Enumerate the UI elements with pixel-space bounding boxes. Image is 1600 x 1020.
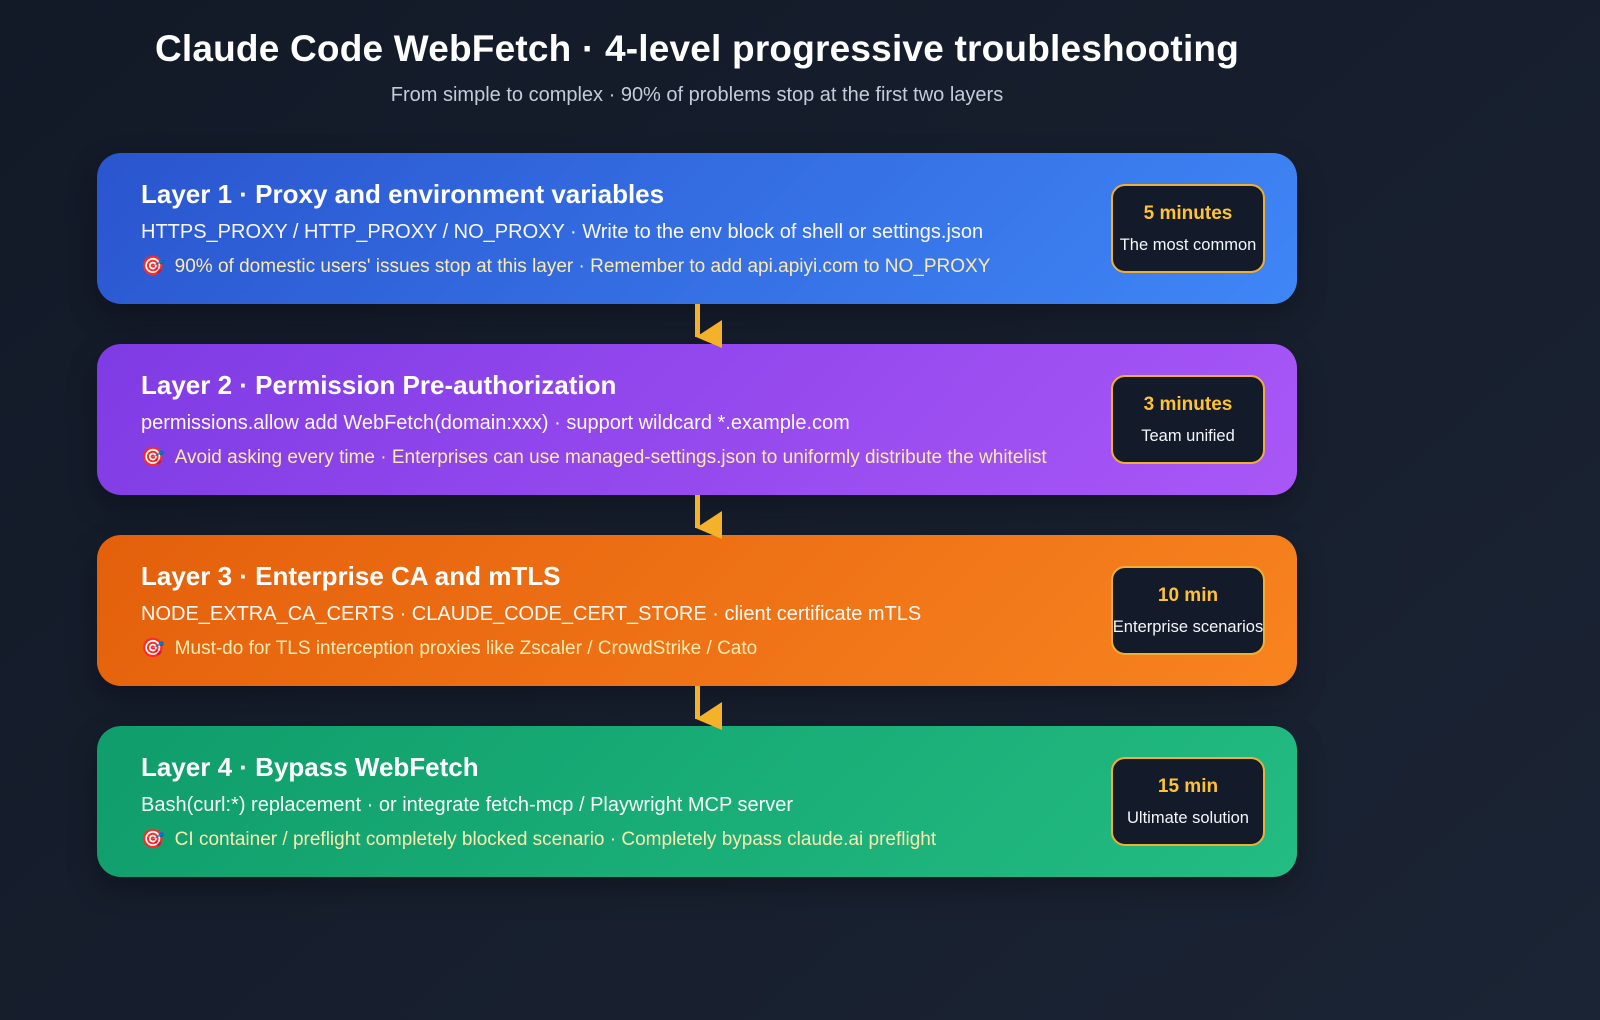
layer-1-time-badge: 5 minutes The most common <box>1111 184 1265 273</box>
layer-2-hint: 🎯 Avoid asking every time · Enterprises … <box>141 446 1087 469</box>
layer-1-hint-text: 90% of domestic users' issues stop at th… <box>174 256 991 277</box>
layer-3-title: Layer 3 · Enterprise CA and mTLS <box>141 561 561 591</box>
badge-label: Enterprise scenarios <box>1112 617 1264 636</box>
layer-2-hint-text: Avoid asking every time · Enterprises ca… <box>174 447 1047 468</box>
badge-label: Team unified <box>1141 426 1235 445</box>
layer-stack: Layer 1 · Proxy and environment variable… <box>97 153 1297 877</box>
header: Claude Code WebFetch · 4-level progressi… <box>97 27 1297 107</box>
layer-1-detail: HTTPS_PROXY / HTTP_PROXY / NO_PROXY · Wr… <box>141 221 984 243</box>
layer-2-title: Layer 2 · Permission Pre-authorization <box>141 370 617 400</box>
layer-3-card: Layer 3 · Enterprise CA and mTLS NODE_EX… <box>97 535 1297 686</box>
layer-4-text: Layer 4 · Bypass WebFetch Bash(curl:*) r… <box>141 752 1087 851</box>
page-subtitle: From simple to complex · 90% of problems… <box>390 84 1004 106</box>
layer-3-detail: NODE_EXTRA_CA_CERTS · CLAUDE_CODE_CERT_S… <box>141 603 922 625</box>
layer-4-hint-text: CI container / preflight completely bloc… <box>174 829 937 850</box>
layer-1-hint: 🎯 90% of domestic users' issues stop at … <box>141 255 1087 278</box>
target-icon: 🎯 <box>141 638 165 659</box>
layer-3-time-badge: 10 min Enterprise scenarios <box>1111 566 1265 655</box>
layer-1-card: Layer 1 · Proxy and environment variable… <box>97 153 1297 304</box>
layer-1-text: Layer 1 · Proxy and environment variable… <box>141 179 1087 278</box>
layer-1-title: Layer 1 · Proxy and environment variable… <box>141 179 665 209</box>
layer-3-hint: 🎯 Must-do for TLS interception proxies l… <box>141 637 1087 660</box>
target-icon: 🎯 <box>141 829 165 850</box>
layer-2-card: Layer 2 · Permission Pre-authorization p… <box>97 344 1297 495</box>
badge-time: 5 minutes <box>1143 202 1233 224</box>
layer-2-time-badge: 3 minutes Team unified <box>1111 375 1265 464</box>
down-left-arrow-icon <box>695 304 722 348</box>
layer-4-title: Layer 4 · Bypass WebFetch <box>141 752 479 782</box>
layer-4-hint: 🎯 CI container / preflight completely bl… <box>141 828 1087 851</box>
connector-2 <box>97 495 1297 539</box>
connector-1 <box>97 304 1297 348</box>
badge-label: The most common <box>1119 235 1257 254</box>
layer-4-detail: Bash(curl:*) replacement · or integrate … <box>141 794 794 816</box>
connector-3 <box>97 686 1297 730</box>
layer-2-detail: permissions.allow add WebFetch(domain:xx… <box>141 412 850 434</box>
badge-label: Ultimate solution <box>1127 808 1249 827</box>
target-icon: 🎯 <box>141 447 165 468</box>
badge-time: 10 min <box>1157 584 1219 606</box>
down-left-arrow-icon <box>695 495 722 539</box>
layer-2-text: Layer 2 · Permission Pre-authorization p… <box>141 370 1087 469</box>
target-icon: 🎯 <box>141 256 165 277</box>
badge-time: 15 min <box>1157 775 1219 797</box>
page-title: Claude Code WebFetch · 4-level progressi… <box>154 28 1240 69</box>
layer-4-card: Layer 4 · Bypass WebFetch Bash(curl:*) r… <box>97 726 1297 877</box>
infographic-page: Claude Code WebFetch · 4-level progressi… <box>97 0 1297 877</box>
layer-3-hint-text: Must-do for TLS interception proxies lik… <box>174 638 758 659</box>
down-left-arrow-icon <box>695 686 722 730</box>
badge-time: 3 minutes <box>1143 393 1233 415</box>
layer-3-text: Layer 3 · Enterprise CA and mTLS NODE_EX… <box>141 561 1087 660</box>
layer-4-time-badge: 15 min Ultimate solution <box>1111 757 1265 846</box>
